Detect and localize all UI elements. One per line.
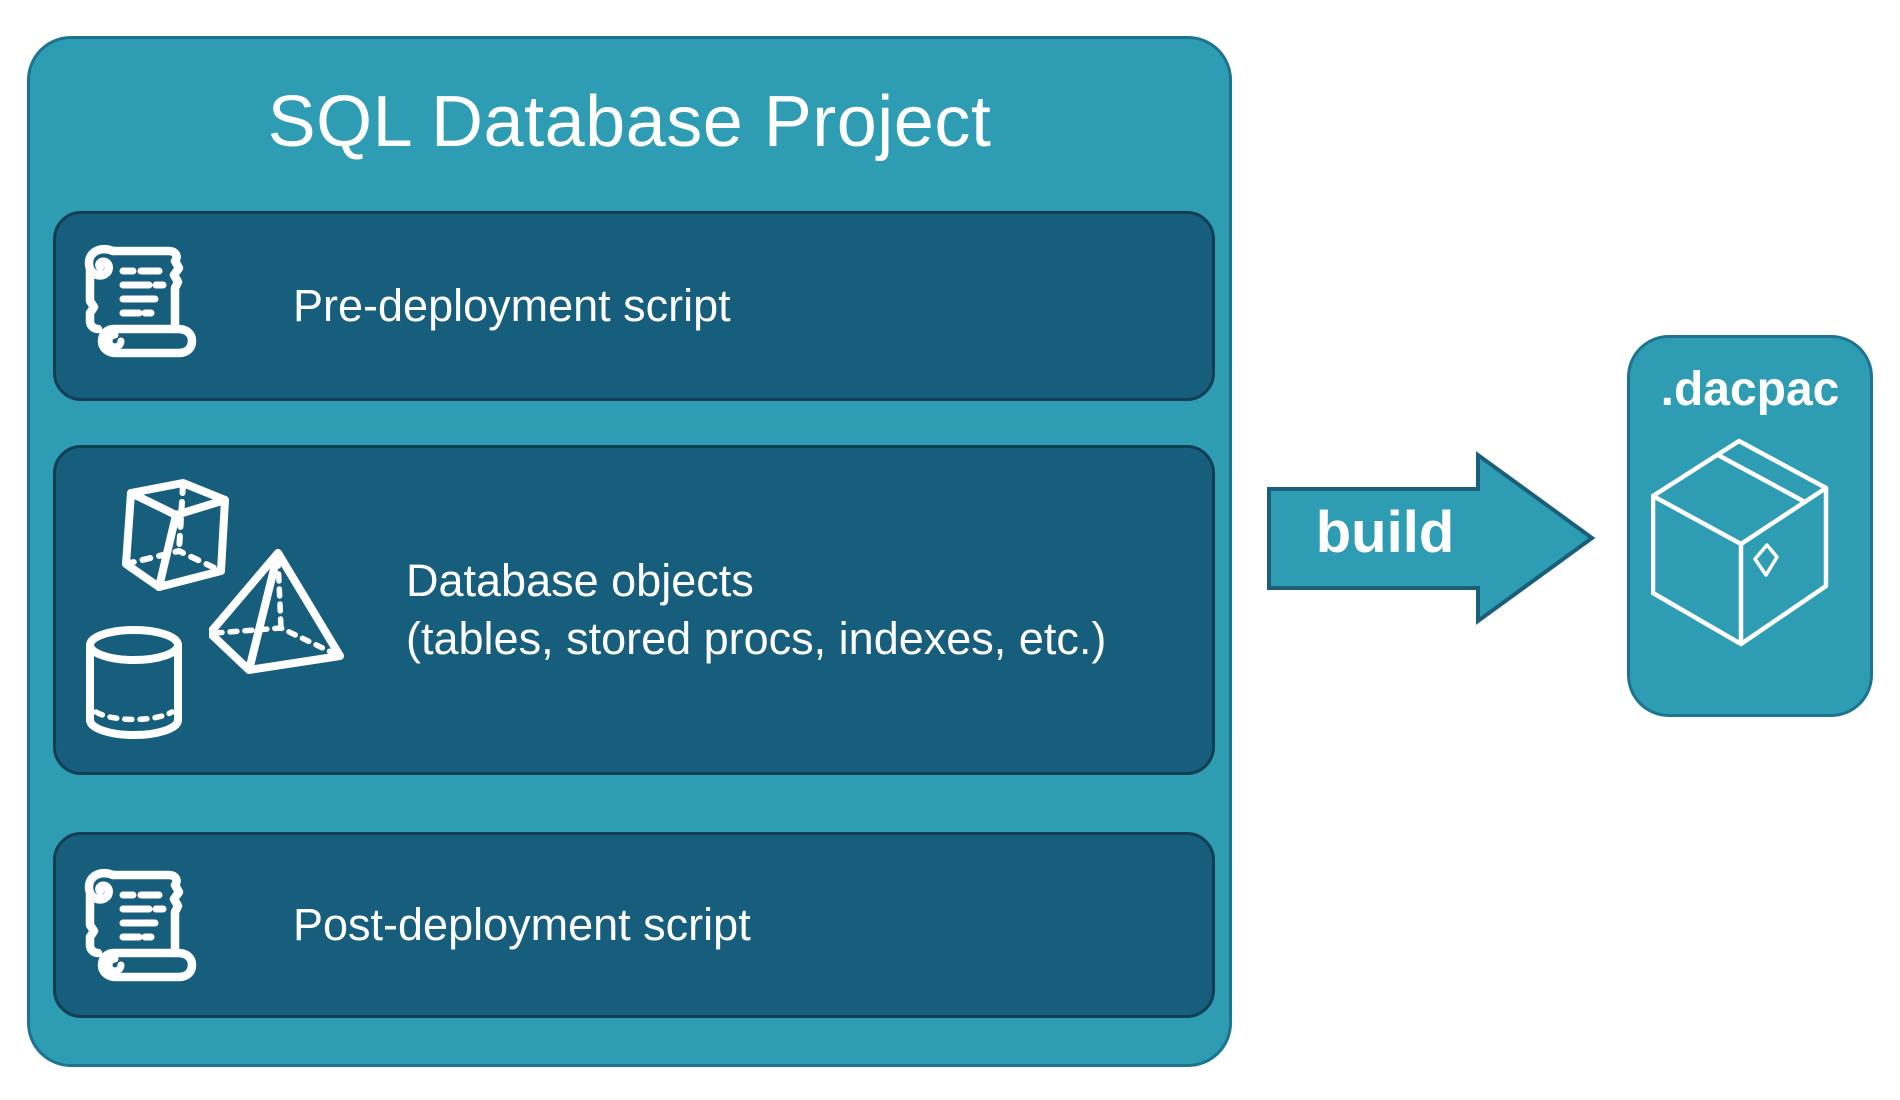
- package-icon: [1651, 438, 1829, 647]
- panel-label: Post-deployment script: [293, 899, 751, 951]
- panel-label: Database objects (tables, stored procs, …: [406, 552, 1106, 667]
- pyramid-icon: [209, 549, 344, 674]
- project-title: SQL Database Project: [267, 82, 992, 162]
- scroll-icon: [84, 244, 197, 358]
- post-deployment-panel: Post-deployment script: [53, 832, 1215, 1018]
- cylinder-icon: [86, 626, 182, 739]
- build-arrow-icon: [1267, 451, 1596, 625]
- dacpac-box: .dacpac: [1627, 335, 1873, 717]
- panel-label-line2: (tables, stored procs, indexes, etc.): [406, 613, 1107, 664]
- database-objects-panel: Database objects (tables, stored procs, …: [53, 445, 1215, 775]
- panel-label: Pre-deployment script: [293, 280, 731, 332]
- scroll-icon: [84, 868, 197, 982]
- dacpac-label: .dacpac: [1660, 363, 1840, 416]
- build-label: build: [1315, 500, 1455, 565]
- pre-deployment-panel: Pre-deployment script: [53, 211, 1215, 401]
- panel-label-line1: Database objects: [406, 555, 754, 607]
- sql-database-project-box: SQL Database Project Pre-deployment scri…: [27, 36, 1232, 1067]
- cube-icon: [122, 479, 229, 591]
